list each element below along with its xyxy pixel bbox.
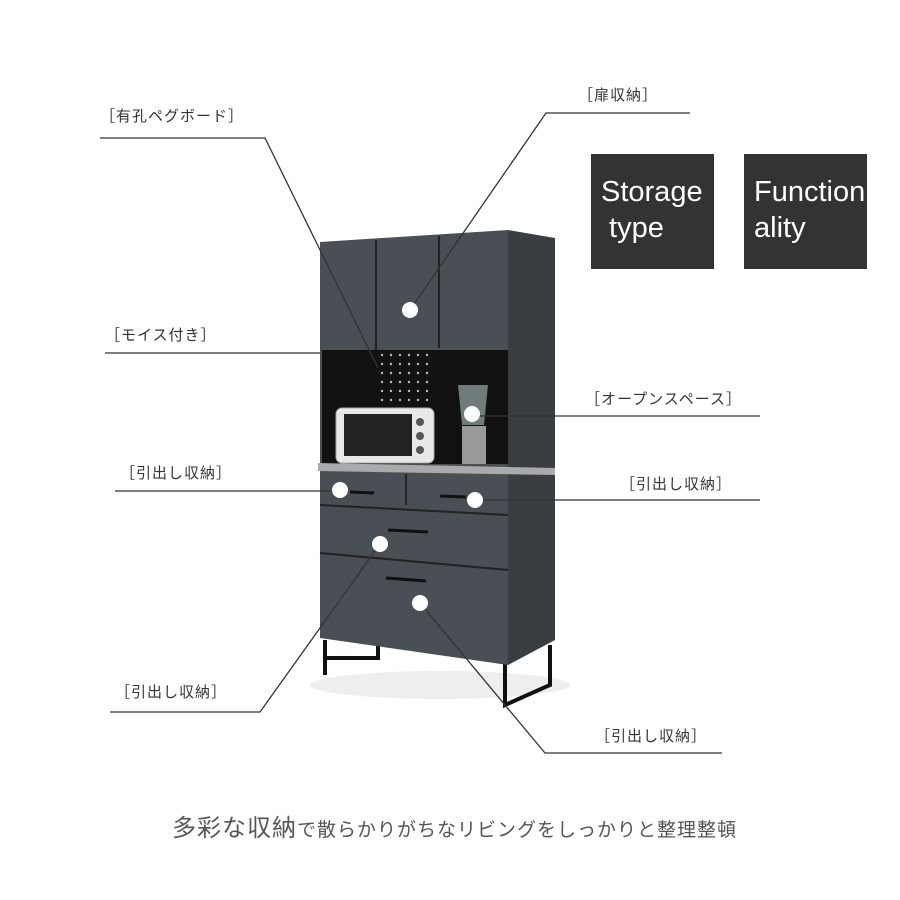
storage-type-line1: Storage <box>601 176 703 208</box>
caption-emphasis: 多彩な収納 <box>172 814 297 842</box>
label-pegboard: ［有孔ペグボード］ <box>100 107 245 125</box>
label-open-space: ［オープンスペース］ <box>585 390 743 408</box>
label-drawer-lower-left: ［引出し収納］ <box>115 683 228 701</box>
hotspot-dots <box>332 302 483 611</box>
label-drawer-lower-right: ［引出し収納］ <box>595 727 708 745</box>
caption: 多彩な収納で散らかりがちなリビングをしっかりと整理整頓 <box>172 808 737 843</box>
label-drawer-left: ［引出し収納］ <box>120 464 233 482</box>
caption-rest: で散らかりがちなリビングをしっかりと整理整頓 <box>297 819 738 841</box>
label-drawer-right: ［引出し収納］ <box>620 475 733 493</box>
label-moulding: ［モイス付き］ <box>105 326 217 344</box>
storage-type-line2: type <box>601 212 664 244</box>
storage-type-box: Storage type <box>591 154 714 269</box>
label-door-storage: ［扉収納］ <box>578 86 659 104</box>
functionality-line2: ality <box>754 212 806 244</box>
functionality-line1: Function <box>754 176 866 208</box>
functionality-box: Function ality <box>744 154 867 269</box>
